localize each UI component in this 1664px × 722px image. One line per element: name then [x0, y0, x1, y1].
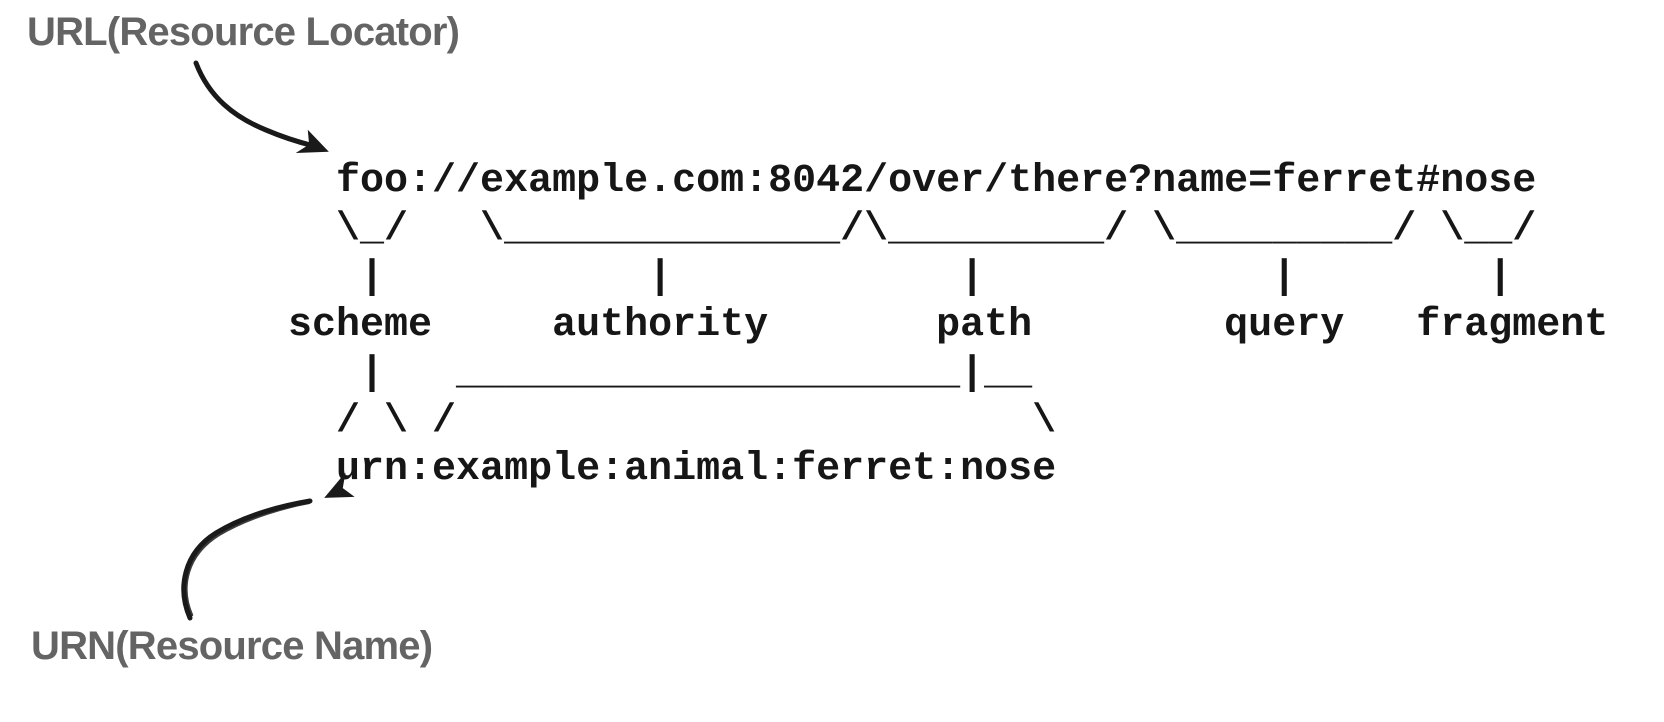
url-label: URL(Resource Locator) [27, 10, 460, 54]
rfc3986-ascii-diagram: foo://example.com:8042/over/there?name=f… [288, 159, 1609, 492]
url-arrow-icon [193, 60, 329, 153]
urn-label: URN(Resource Name) [31, 624, 433, 668]
urn-arrow-icon [181, 472, 355, 621]
